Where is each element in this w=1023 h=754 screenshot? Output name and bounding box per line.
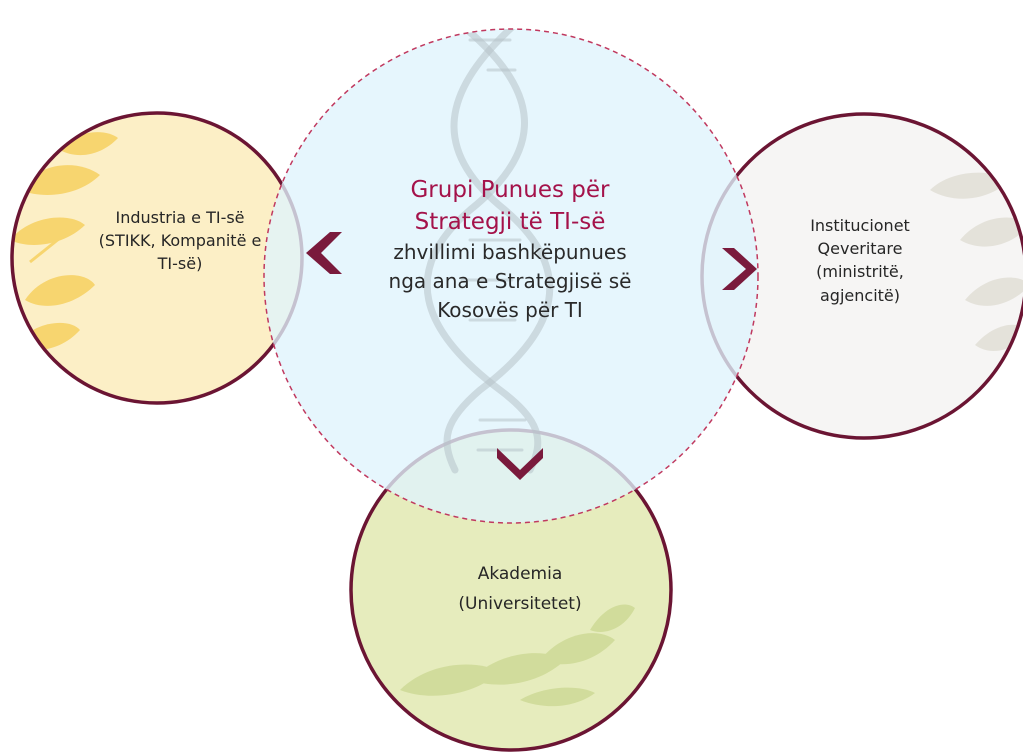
leaf-decoration-icon	[400, 604, 635, 707]
center-description-line: zhvillimi bashkëpunues	[393, 240, 627, 265]
chevron-down-icon	[497, 448, 543, 480]
industry-circle	[10, 111, 304, 405]
academia-label-line: (Universitetet)	[458, 593, 582, 614]
leaf-decoration-icon	[930, 172, 1023, 351]
government-label: Institucionet Qeveritare (ministritë, ag…	[760, 214, 960, 307]
government-label-line: Institucionet	[810, 216, 910, 235]
dna-helix-icon	[423, 29, 554, 474]
government-label-line: (ministritë,	[816, 262, 904, 282]
industry-label-line: Industria e TI-së	[115, 208, 245, 227]
center-description-line: Kosovës për TI	[437, 298, 583, 323]
chevron-right-icon	[722, 248, 757, 290]
center-title-line: Grupi Punues për	[410, 177, 610, 203]
industry-label: Industria e TI-së (STIKK, Kompanitë e TI…	[50, 206, 310, 276]
academia-label-line: Akademia	[477, 564, 563, 584]
industry-label-line: (STIKK, Kompanitë e	[98, 231, 262, 251]
government-circle	[700, 112, 1023, 440]
center-title: Grupi Punues për Strategji të TI-së	[340, 174, 680, 238]
government-label-line: Qeveritare	[817, 239, 903, 259]
academia-label: Akademia (Universitetet)	[400, 560, 640, 620]
chevron-left-icon	[306, 232, 342, 274]
center-description-line: nga ana e Strategjisë së	[388, 269, 632, 294]
government-label-line: agjencitë)	[820, 285, 900, 305]
industry-label-line: TI-së)	[157, 254, 203, 274]
center-description: zhvillimi bashkëpunues nga ana e Strateg…	[340, 238, 680, 325]
center-text-block: Grupi Punues për Strategji të TI-së zhvi…	[340, 174, 680, 325]
center-title-line: Strategji të TI-së	[414, 209, 606, 236]
center-circle	[263, 28, 759, 524]
